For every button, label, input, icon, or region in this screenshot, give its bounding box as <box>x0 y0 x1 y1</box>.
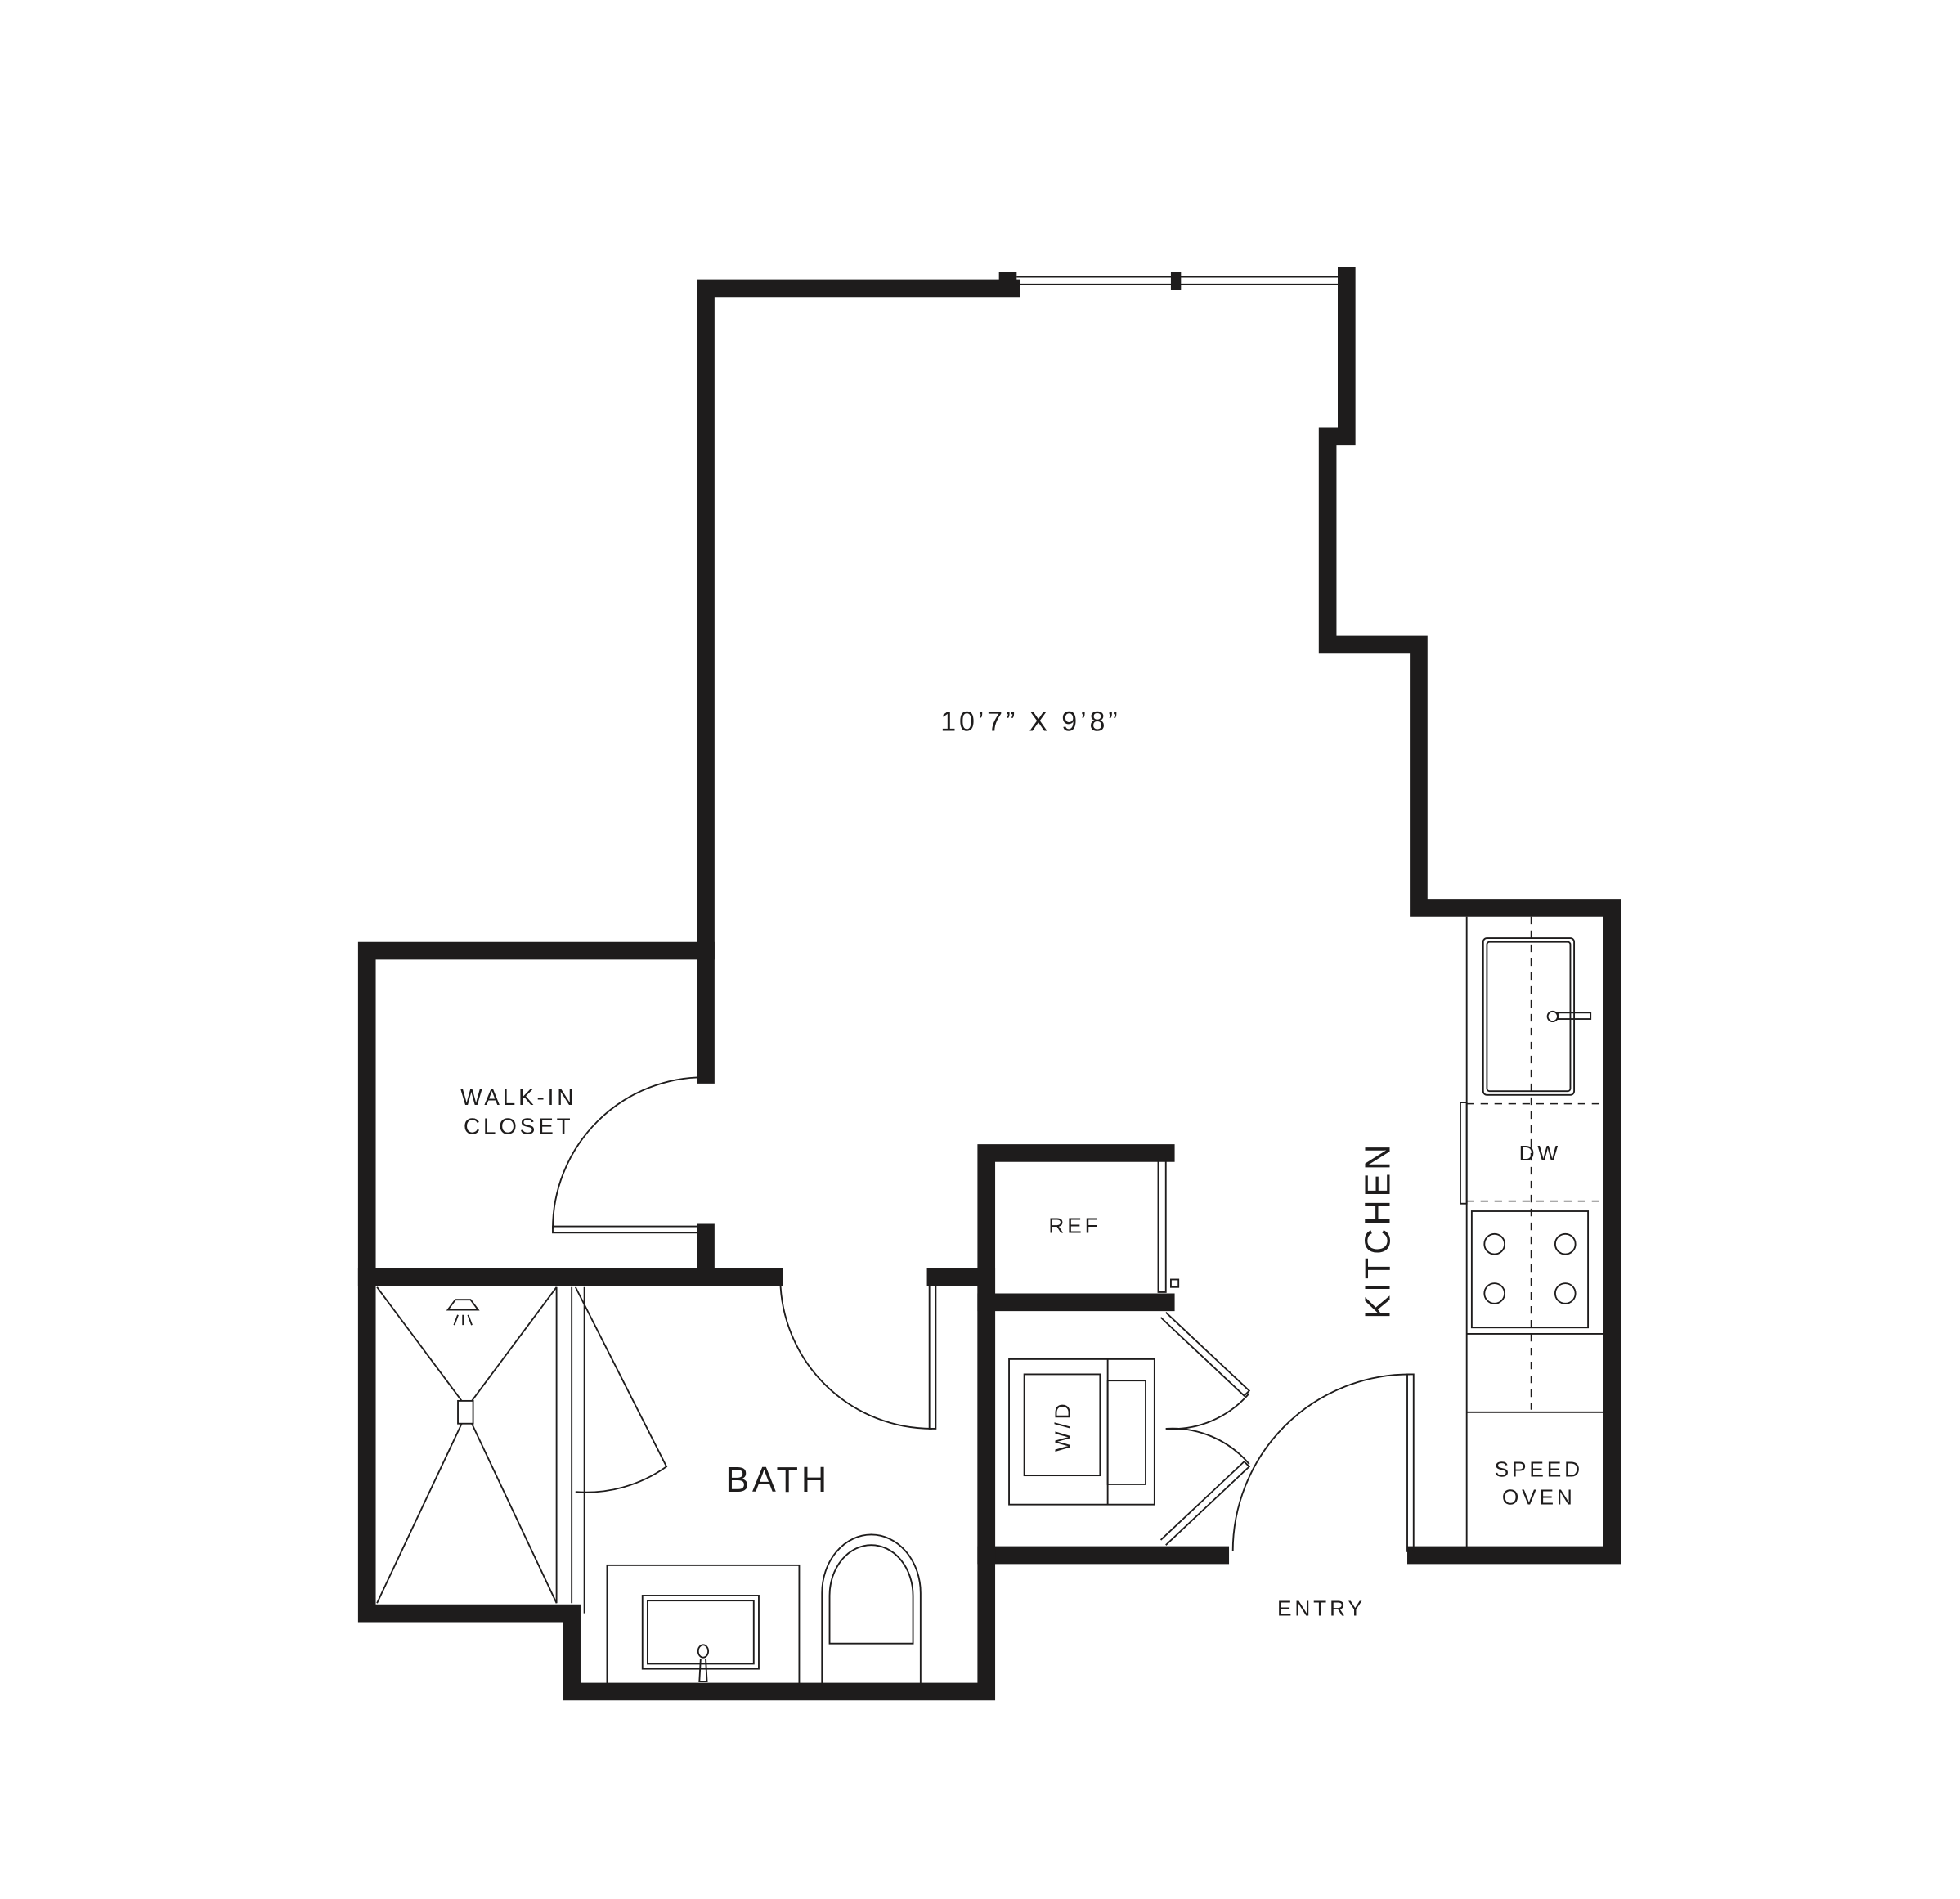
washer-dryer <box>1008 1358 1155 1506</box>
ref-label: REF <box>1048 1213 1101 1237</box>
closet-door[interactable] <box>552 1076 706 1234</box>
wd-label: W/D <box>1050 1400 1074 1452</box>
laundry-doors[interactable] <box>1159 1312 1251 1546</box>
shower <box>376 1286 668 1614</box>
bath-door[interactable] <box>779 1276 937 1430</box>
interior-walls <box>357 1144 1175 1565</box>
burner-icon <box>1483 1282 1505 1304</box>
kitchen-counter <box>1460 916 1603 1549</box>
entry-door[interactable] <box>1231 1373 1415 1552</box>
speed-oven-label-2: OVEN <box>1502 1485 1576 1510</box>
dw-label: DW <box>1519 1141 1562 1165</box>
kitchen-label: KITCHEN <box>1358 1142 1397 1319</box>
refrigerator <box>1157 1160 1180 1293</box>
speed-oven-label: SPEED <box>1495 1457 1583 1482</box>
entry-label: ENTRY <box>1277 1596 1366 1621</box>
main-room-dimensions: 10’7” X 9’8” <box>940 707 1120 738</box>
burner-icon <box>1483 1232 1505 1255</box>
closet-label: WALK-IN <box>460 1084 576 1110</box>
bath-label: BATH <box>725 1461 830 1500</box>
vanity-sink <box>606 1564 801 1686</box>
burner-icon <box>1554 1282 1577 1304</box>
closet-label-2: CLOSET <box>464 1114 573 1139</box>
window <box>1016 276 1339 285</box>
toilet <box>821 1533 922 1686</box>
exterior-walls <box>357 267 1621 1701</box>
shower-head-icon <box>446 1299 480 1326</box>
burner-icon <box>1554 1232 1577 1255</box>
